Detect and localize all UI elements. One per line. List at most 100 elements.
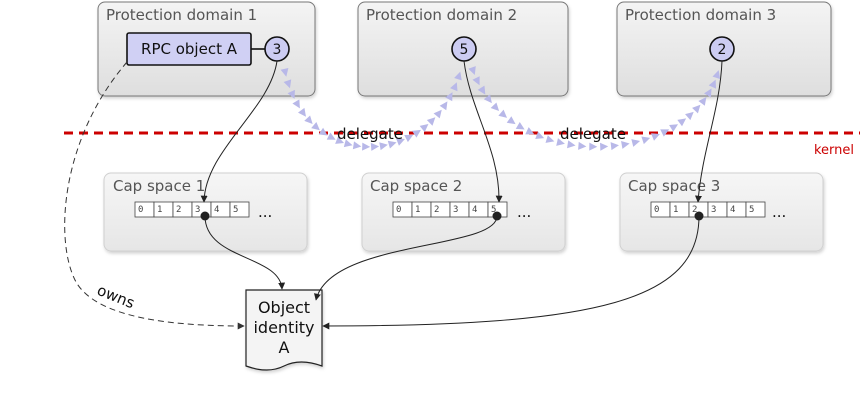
delegate-arrow-mark [311, 122, 320, 131]
delegate-arrow-mark [280, 67, 289, 77]
delegate-arrow-mark [433, 109, 442, 119]
pd2-capability-index: 5 [460, 42, 469, 58]
object-identity-line-2: identity [253, 318, 314, 337]
cap-slot-label: 2 [176, 205, 181, 215]
object-identity-line-1: Object [258, 298, 310, 317]
kernel-label: kernel [814, 143, 854, 158]
delegate-arrow-mark [535, 131, 545, 140]
cap-space-2-slot-dot [492, 211, 502, 221]
cap-space-2-ellipsis: ... [517, 203, 531, 221]
delegate-arrow-mark [589, 142, 598, 151]
cap-slot-5 [745, 201, 766, 218]
cap-slot-label: 4 [472, 205, 477, 215]
object-identity-document: Object identity A [245, 289, 323, 371]
delegate-arrow-mark [685, 111, 694, 121]
delegate-arrow-mark [419, 123, 429, 133]
protection-domain-2-title: Protection domain 2 [366, 6, 517, 24]
delegate-arrow-mark [396, 138, 405, 146]
cap-slot-label: 3 [711, 205, 716, 215]
slot-1-to-object-arrow [204, 215, 286, 290]
delegate-arrow-mark [556, 138, 565, 146]
cap-space-3-slot-dot [694, 211, 704, 221]
delegate-arrow-mark [483, 94, 492, 104]
rpc-object: RPC object A [126, 32, 265, 66]
cap-space-3-ellipsis: ... [772, 203, 786, 221]
delegate-arrow-mark [450, 82, 458, 92]
pd3-capability-index: 2 [718, 42, 727, 58]
delegate-arrow-mark [335, 136, 345, 144]
cap-slot-5 [229, 201, 250, 218]
slot-3-to-object-arrow [322, 215, 700, 330]
delegate-arrow-mark [712, 70, 721, 80]
delegate-arrow-mark [525, 127, 535, 135]
cap-space-3: Cap space 3 0 1 2 3 4 5 ... [619, 172, 824, 252]
cap-slot-label: 5 [233, 205, 238, 215]
delegate-arrow-mark [352, 141, 362, 150]
delegate-arrow-mark [708, 79, 717, 89]
protection-domain-1-title: Protection domain 1 [106, 6, 257, 24]
pd2-capability: 5 [451, 36, 477, 62]
delegate-arrow-mark [379, 142, 388, 151]
delegate-arrow-mark [692, 104, 701, 114]
rpc-object-label: RPC object A [141, 40, 238, 58]
protection-domain-3-title: Protection domain 3 [625, 6, 776, 24]
delegate-arrow-mark [283, 79, 292, 89]
cap-space-1-ellipsis: ... [258, 203, 272, 221]
delegate-arrow-mark [698, 97, 707, 106]
delegate-arrow-mark [477, 85, 486, 95]
cap-slot-label: 4 [214, 205, 219, 215]
pd2-to-capspace-2-arrow [463, 60, 503, 203]
delegate-arrow-mark [468, 66, 476, 75]
delegate-arrow-mark [304, 115, 313, 125]
delegate-arrow-mark [445, 92, 453, 102]
delegate-arrow-mark [545, 135, 555, 143]
cap-slot-label: 1 [415, 205, 420, 215]
cap-slot-label: 2 [434, 205, 439, 215]
delegate-arrow-mark [515, 122, 525, 130]
delegate-arrow-mark [567, 140, 576, 149]
delegate-arrow-mark [318, 127, 328, 136]
delegate-arrow-mark [292, 99, 300, 109]
cap-space-3-slots: 0 1 2 3 4 5 [650, 201, 766, 218]
delegate-arrow-mark [370, 142, 380, 151]
delegate-arrow-mark [343, 139, 353, 148]
delegate-arrow-mark [412, 129, 421, 138]
slot-2-to-object-arrow [314, 215, 498, 301]
pd3-capability: 2 [709, 36, 735, 62]
delegate-arrow-mark [454, 71, 462, 81]
delegate-arrow-mark [439, 101, 448, 111]
delegate-arrow-mark [677, 118, 687, 127]
delegate-arrow-mark [287, 89, 295, 99]
cap-space-1-slot-dot [200, 211, 210, 221]
cap-slot-label: 5 [749, 205, 754, 215]
cap-slot-label: 2 [692, 205, 697, 215]
delegate-arrow-mark [660, 129, 670, 137]
delegate-arrow-mark [704, 88, 712, 98]
pd1-capability: 3 [264, 36, 290, 62]
delegate-arrow-mark [650, 133, 660, 141]
delegate-arrow-mark [498, 109, 508, 118]
delegate-arrow-mark [362, 142, 371, 151]
delegate-arrow-mark [490, 102, 500, 111]
cap-slot-label: 1 [673, 205, 678, 215]
cap-space-3-title: Cap space 3 [628, 177, 720, 195]
delegate-label-2: delegate [560, 125, 626, 143]
delegate-arrow-mark [621, 140, 630, 149]
delegate-arrow-mark [641, 136, 651, 145]
delegate-arrow-mark [610, 142, 619, 151]
cap-slot-label: 3 [195, 205, 200, 215]
delegate-arrow-mark [298, 107, 306, 117]
cap-slot-label: 0 [654, 205, 659, 215]
delegate-arrow-mark [631, 139, 641, 147]
delegate-arrows [280, 66, 721, 151]
delegate-arrow-mark [472, 76, 480, 86]
delegate-arrow-mark [506, 116, 516, 125]
delegate-arrow-mark [669, 124, 679, 132]
cap-slot-label: 0 [138, 205, 143, 215]
cap-slot-label: 4 [730, 205, 735, 215]
pd3-to-capspace-3-arrow [694, 60, 723, 203]
